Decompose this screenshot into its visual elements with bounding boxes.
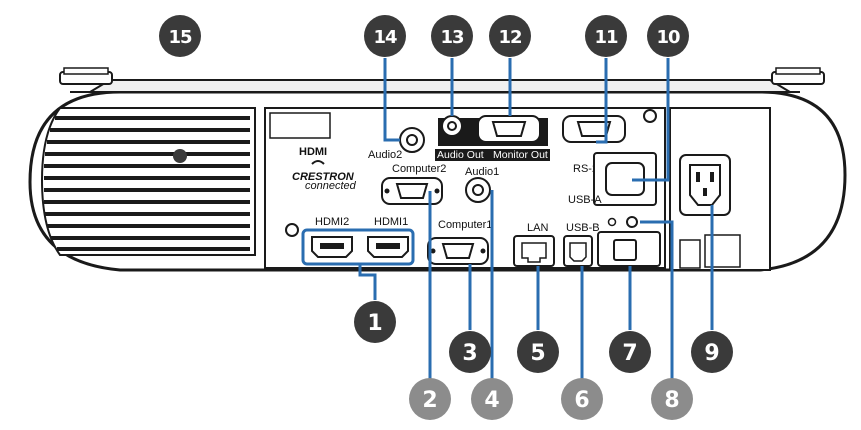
svg-text:10: 10: [656, 27, 680, 48]
svg-text:2: 2: [422, 388, 437, 413]
callout-13: 13: [431, 15, 473, 57]
callout-6: 6: [561, 378, 603, 420]
callout-15: 15: [159, 15, 201, 57]
usb-a-port[interactable]: [597, 231, 661, 267]
callout-8: 8: [651, 378, 693, 420]
callout-4: 4: [471, 378, 513, 420]
svg-text:15: 15: [168, 27, 192, 48]
callout-7: 7: [609, 331, 651, 373]
hdmi2-port[interactable]: [311, 236, 353, 258]
hdmi1-port[interactable]: [367, 236, 409, 258]
usb-b-label: USB-B: [566, 222, 600, 234]
callout-3: 3: [449, 331, 491, 373]
hdmi-logo: HDMI: [299, 146, 327, 158]
lan-port[interactable]: [513, 235, 555, 267]
usb-b-port[interactable]: [563, 235, 593, 267]
hdmi-highlight: [301, 228, 415, 266]
computer2-label: Computer2: [392, 163, 446, 175]
svg-text:12: 12: [498, 27, 521, 48]
usb-a-label: USB-A: [568, 194, 602, 206]
callout-12: 12: [489, 15, 531, 57]
svg-text:8: 8: [664, 388, 679, 413]
vent-marker-dot: [173, 149, 187, 163]
callout-1: 1: [354, 301, 396, 343]
monitor-out-port[interactable]: [477, 115, 541, 143]
rs232c-port[interactable]: [562, 115, 626, 143]
audio1-label: Audio1: [465, 166, 499, 178]
callout-5: 5: [517, 331, 559, 373]
rear-foot-left: [59, 67, 113, 85]
svg-text:11: 11: [594, 27, 618, 48]
svg-text:6: 6: [574, 388, 589, 413]
hdmi1-label: HDMI1: [374, 216, 408, 228]
leader-lines: [358, 58, 714, 380]
screw-hole-top: [643, 109, 657, 123]
svg-text:connected: connected: [305, 180, 357, 192]
callout-2: 2: [409, 378, 451, 420]
svg-text:9: 9: [704, 341, 719, 366]
callout-9: 9: [691, 331, 733, 373]
callout-11: 11: [585, 15, 627, 57]
air-exhaust-vent: [40, 107, 256, 256]
audio-out-port[interactable]: [441, 115, 463, 137]
computer2-port[interactable]: [381, 177, 443, 205]
callout-14: 14: [364, 15, 406, 57]
usb-a-indicator: [607, 217, 617, 227]
power-inlet[interactable]: [679, 154, 731, 216]
audio2-port[interactable]: [399, 127, 425, 153]
audio2-label: Audio2: [368, 149, 402, 161]
usb-a-led: [626, 216, 638, 228]
computer1-label: Computer1: [438, 219, 492, 231]
svg-text:4: 4: [484, 388, 499, 413]
svg-text:CRESTRON: CRESTRON: [292, 171, 355, 183]
svg-text:3: 3: [462, 341, 477, 366]
screw-hole: [285, 223, 299, 237]
monitor-out-label: Monitor Out: [493, 149, 548, 161]
lan-label: LAN: [527, 222, 548, 234]
svg-text:14: 14: [373, 27, 397, 48]
computer1-port[interactable]: [427, 237, 489, 265]
hdmi2-label: HDMI2: [315, 216, 349, 228]
crestron-logo: CRESTRON connected: [292, 160, 357, 192]
svg-text:7: 7: [622, 341, 637, 366]
audio-out-label-text: Audio Out: [437, 149, 484, 161]
callout-10: 10: [647, 15, 689, 57]
audio1-port[interactable]: [465, 177, 491, 203]
svg-text:5: 5: [530, 341, 545, 366]
svg-text:13: 13: [440, 27, 464, 48]
output-label-plate: [435, 149, 550, 161]
svg-text:1: 1: [367, 311, 382, 336]
rear-foot-right: [771, 67, 825, 85]
